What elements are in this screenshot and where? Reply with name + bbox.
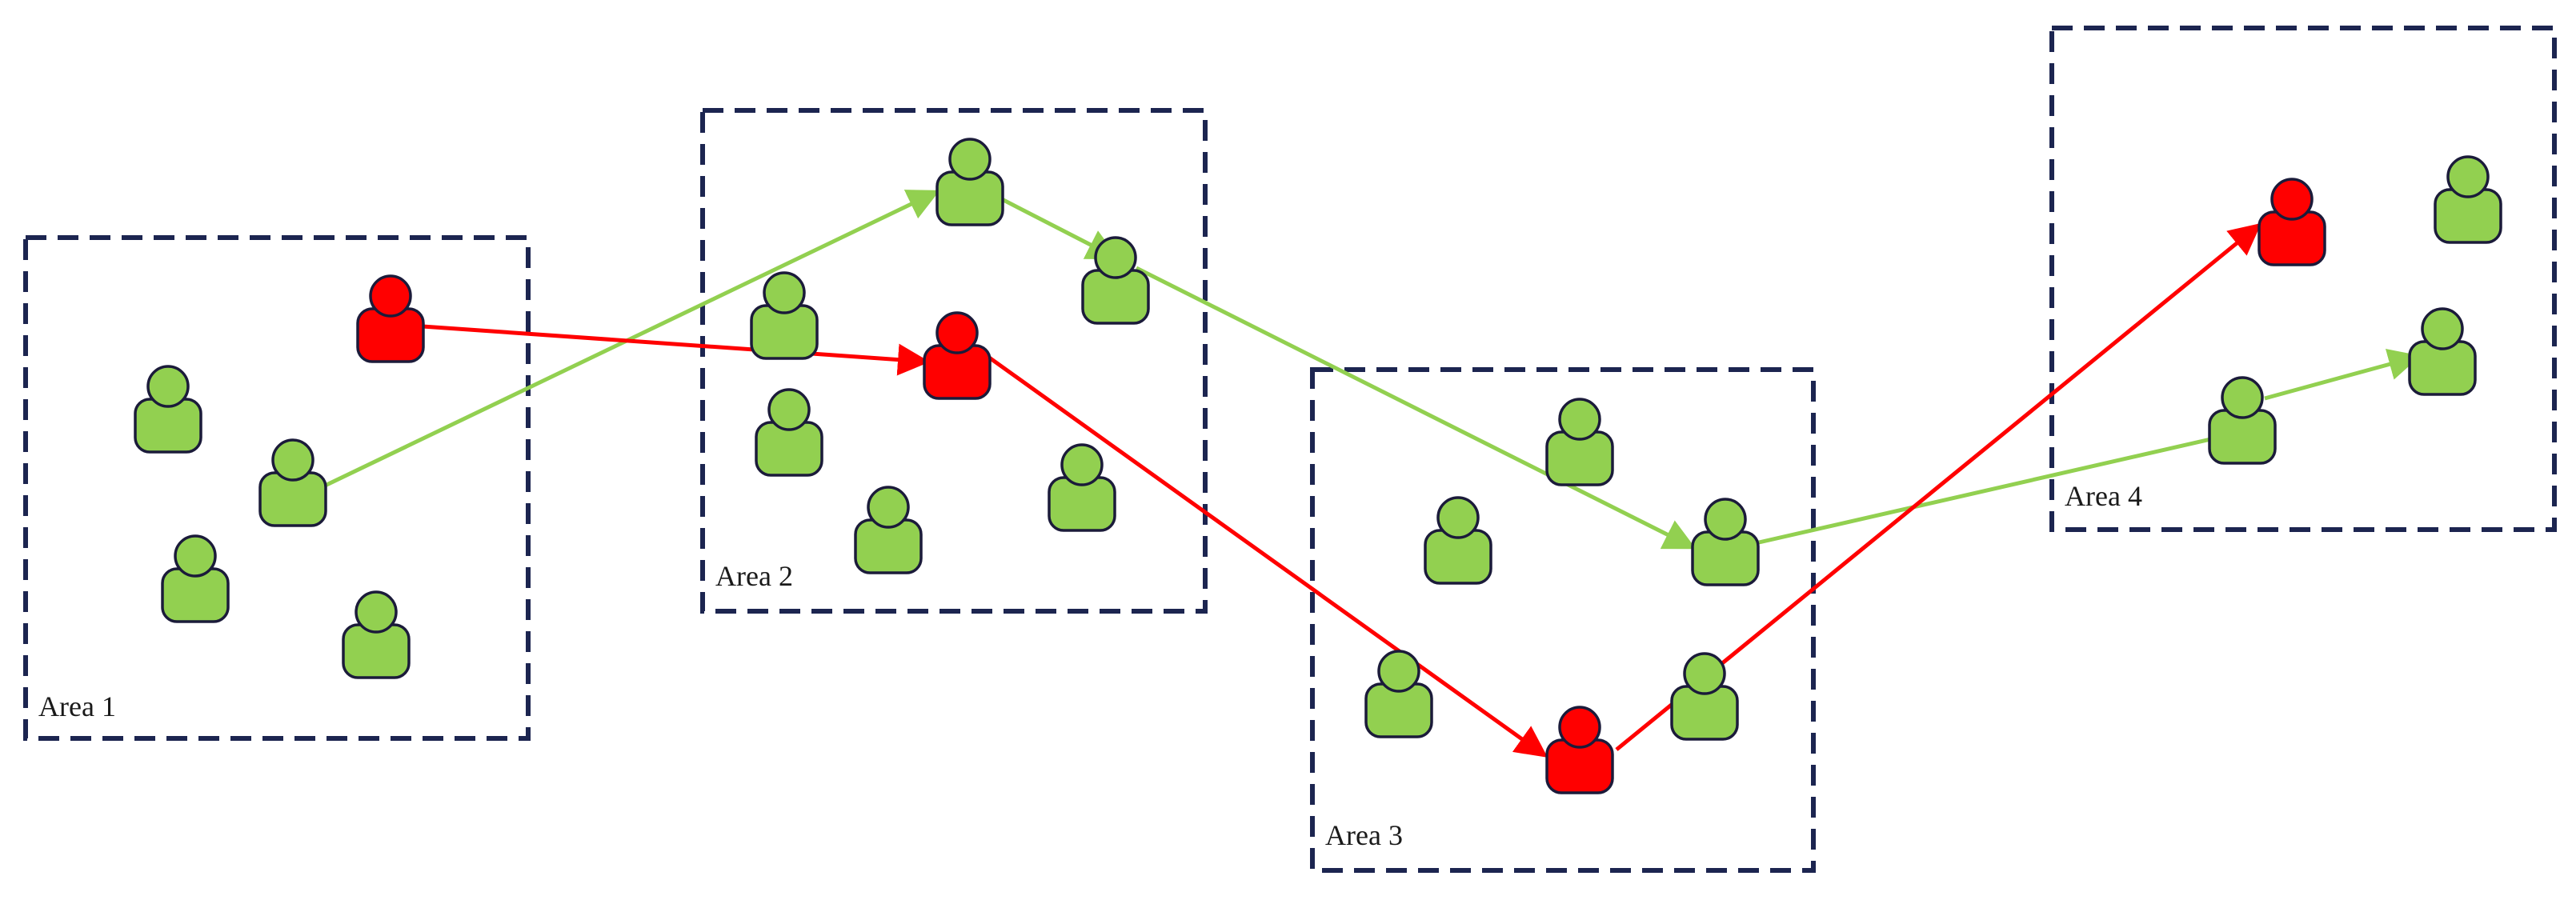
person-icon — [750, 271, 819, 360]
person-icon — [2434, 155, 2502, 244]
person-icon — [342, 590, 411, 679]
person-head — [763, 271, 806, 314]
person-icon — [1081, 236, 1150, 325]
area-2-label: Area 2 — [715, 560, 793, 592]
area-1-border — [23, 235, 531, 741]
person-icon — [1691, 498, 1760, 586]
green-route-segment — [999, 196, 1120, 260]
person-icon — [1048, 443, 1116, 532]
person-icon-highlighted — [2258, 178, 2326, 266]
routes-layer — [322, 190, 2421, 758]
person-head — [369, 274, 412, 318]
person-icon — [1545, 398, 1614, 486]
person-head — [1704, 498, 1747, 541]
people-layer — [134, 138, 2502, 794]
area-3-border — [1310, 367, 1816, 873]
person-head — [1377, 650, 1420, 693]
person-icon — [854, 486, 923, 574]
person-head — [2221, 376, 2264, 419]
area-4: Area 4 — [2049, 26, 2557, 532]
person-head — [2421, 307, 2464, 350]
person-head — [2446, 155, 2490, 198]
person-head — [767, 388, 811, 431]
person-head — [174, 534, 217, 578]
person-icon — [1424, 496, 1492, 585]
person-head — [1558, 398, 1601, 441]
person-head — [1436, 496, 1480, 539]
red-route-segment — [984, 353, 1548, 758]
person-icon — [258, 438, 327, 527]
person-head — [948, 138, 992, 181]
person-icon — [2208, 376, 2277, 465]
person-head — [1683, 652, 1726, 695]
person-head — [935, 311, 979, 354]
green-route-segment — [1135, 266, 1697, 550]
green-route-segment — [2264, 348, 2421, 401]
person-head — [2270, 178, 2314, 221]
person-icon — [2408, 307, 2477, 396]
person-head — [146, 365, 190, 408]
person-head — [271, 438, 314, 482]
red-route-segment — [1615, 222, 2262, 751]
area-2: Area 2 — [700, 108, 1208, 614]
person-icon-highlighted — [923, 311, 992, 400]
area-3-label: Area 3 — [1325, 819, 1403, 851]
person-icon — [935, 138, 1004, 226]
area-4-border — [2049, 26, 2557, 532]
person-head — [1060, 443, 1104, 486]
person-icon — [134, 365, 202, 454]
person-icon — [1364, 650, 1433, 738]
person-icon — [755, 388, 823, 477]
green-route-segment — [1758, 422, 2246, 545]
person-head — [1094, 236, 1137, 279]
area-4-label: Area 4 — [2065, 480, 2142, 512]
area-1-label: Area 1 — [38, 690, 116, 722]
person-icon-highlighted — [356, 274, 425, 363]
person-icon — [161, 534, 230, 623]
person-head — [1558, 706, 1601, 749]
red-route-segment — [422, 324, 930, 376]
person-icon — [1670, 652, 1739, 741]
area-3: Area 3 — [1310, 367, 1816, 873]
person-head — [355, 590, 398, 634]
area-1: Area 1 — [23, 235, 531, 741]
person-head — [867, 486, 910, 529]
area-2-border — [700, 108, 1208, 614]
person-icon-highlighted — [1545, 706, 1614, 794]
